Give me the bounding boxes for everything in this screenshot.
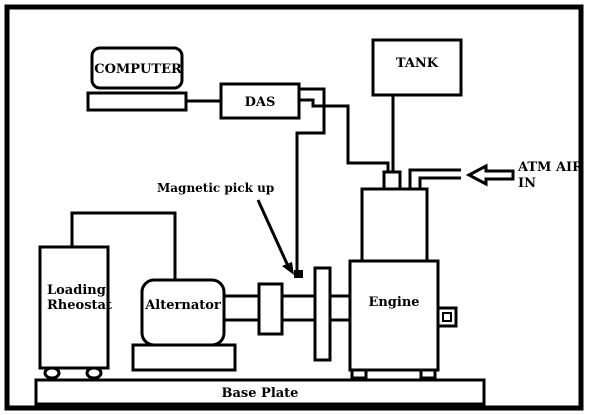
das-signal-line-2 bbox=[299, 98, 390, 173]
loading-rheostat-label-2: Rheostat bbox=[47, 298, 112, 313]
engine-foot-left bbox=[350, 368, 368, 380]
outer-frame bbox=[4, 4, 584, 411]
das-signal-line-1 bbox=[295, 87, 326, 278]
air-inlet-label-1: ATM AIR bbox=[517, 160, 583, 175]
rheostat-wheel-left bbox=[43, 366, 61, 380]
magnetic-pickup-label: Magnetic pick up bbox=[157, 181, 274, 195]
computer-keyboard bbox=[86, 91, 188, 112]
intake-pipe-outer bbox=[408, 168, 461, 190]
engine-block bbox=[348, 259, 440, 372]
engine-side-stub-inner bbox=[442, 312, 452, 322]
magnetic-pickup-arrowhead-icon bbox=[282, 262, 294, 275]
coupling bbox=[257, 282, 284, 336]
tank-label: TANK bbox=[396, 56, 439, 71]
air-inlet-arrow-icon bbox=[465, 163, 515, 187]
loading-rheostat-label-1: Loading bbox=[47, 283, 106, 298]
das-label: DAS bbox=[245, 95, 276, 110]
computer-label: COMPUTER bbox=[94, 62, 182, 77]
engine-shaft bbox=[328, 294, 352, 322]
engine-label: Engine bbox=[368, 295, 419, 310]
base-plate-label: Base Plate bbox=[222, 386, 299, 401]
alternator-base bbox=[131, 343, 237, 372]
engine-foot-right bbox=[419, 368, 437, 380]
computer-monitor bbox=[90, 46, 184, 90]
base-plate bbox=[34, 378, 486, 406]
alternator-shaft bbox=[222, 294, 262, 322]
engine-cylinder-head bbox=[360, 187, 429, 265]
flywheel bbox=[313, 266, 332, 362]
intake-pipe-block bbox=[382, 170, 402, 192]
loading-rheostat-box bbox=[38, 245, 110, 370]
magnetic-pickup-sensor bbox=[294, 270, 303, 278]
air-inlet-label-2: IN bbox=[518, 176, 536, 191]
rheostat-wheel-right bbox=[85, 366, 103, 380]
tank-box bbox=[371, 38, 463, 97]
das-box bbox=[219, 82, 301, 120]
rheostat-alternator-wire bbox=[70, 211, 177, 282]
main-shaft bbox=[280, 294, 317, 322]
intake-pipe-inner bbox=[418, 176, 461, 190]
magnetic-pickup-pointer bbox=[256, 199, 290, 267]
alternator-label: Alternator bbox=[144, 298, 221, 313]
